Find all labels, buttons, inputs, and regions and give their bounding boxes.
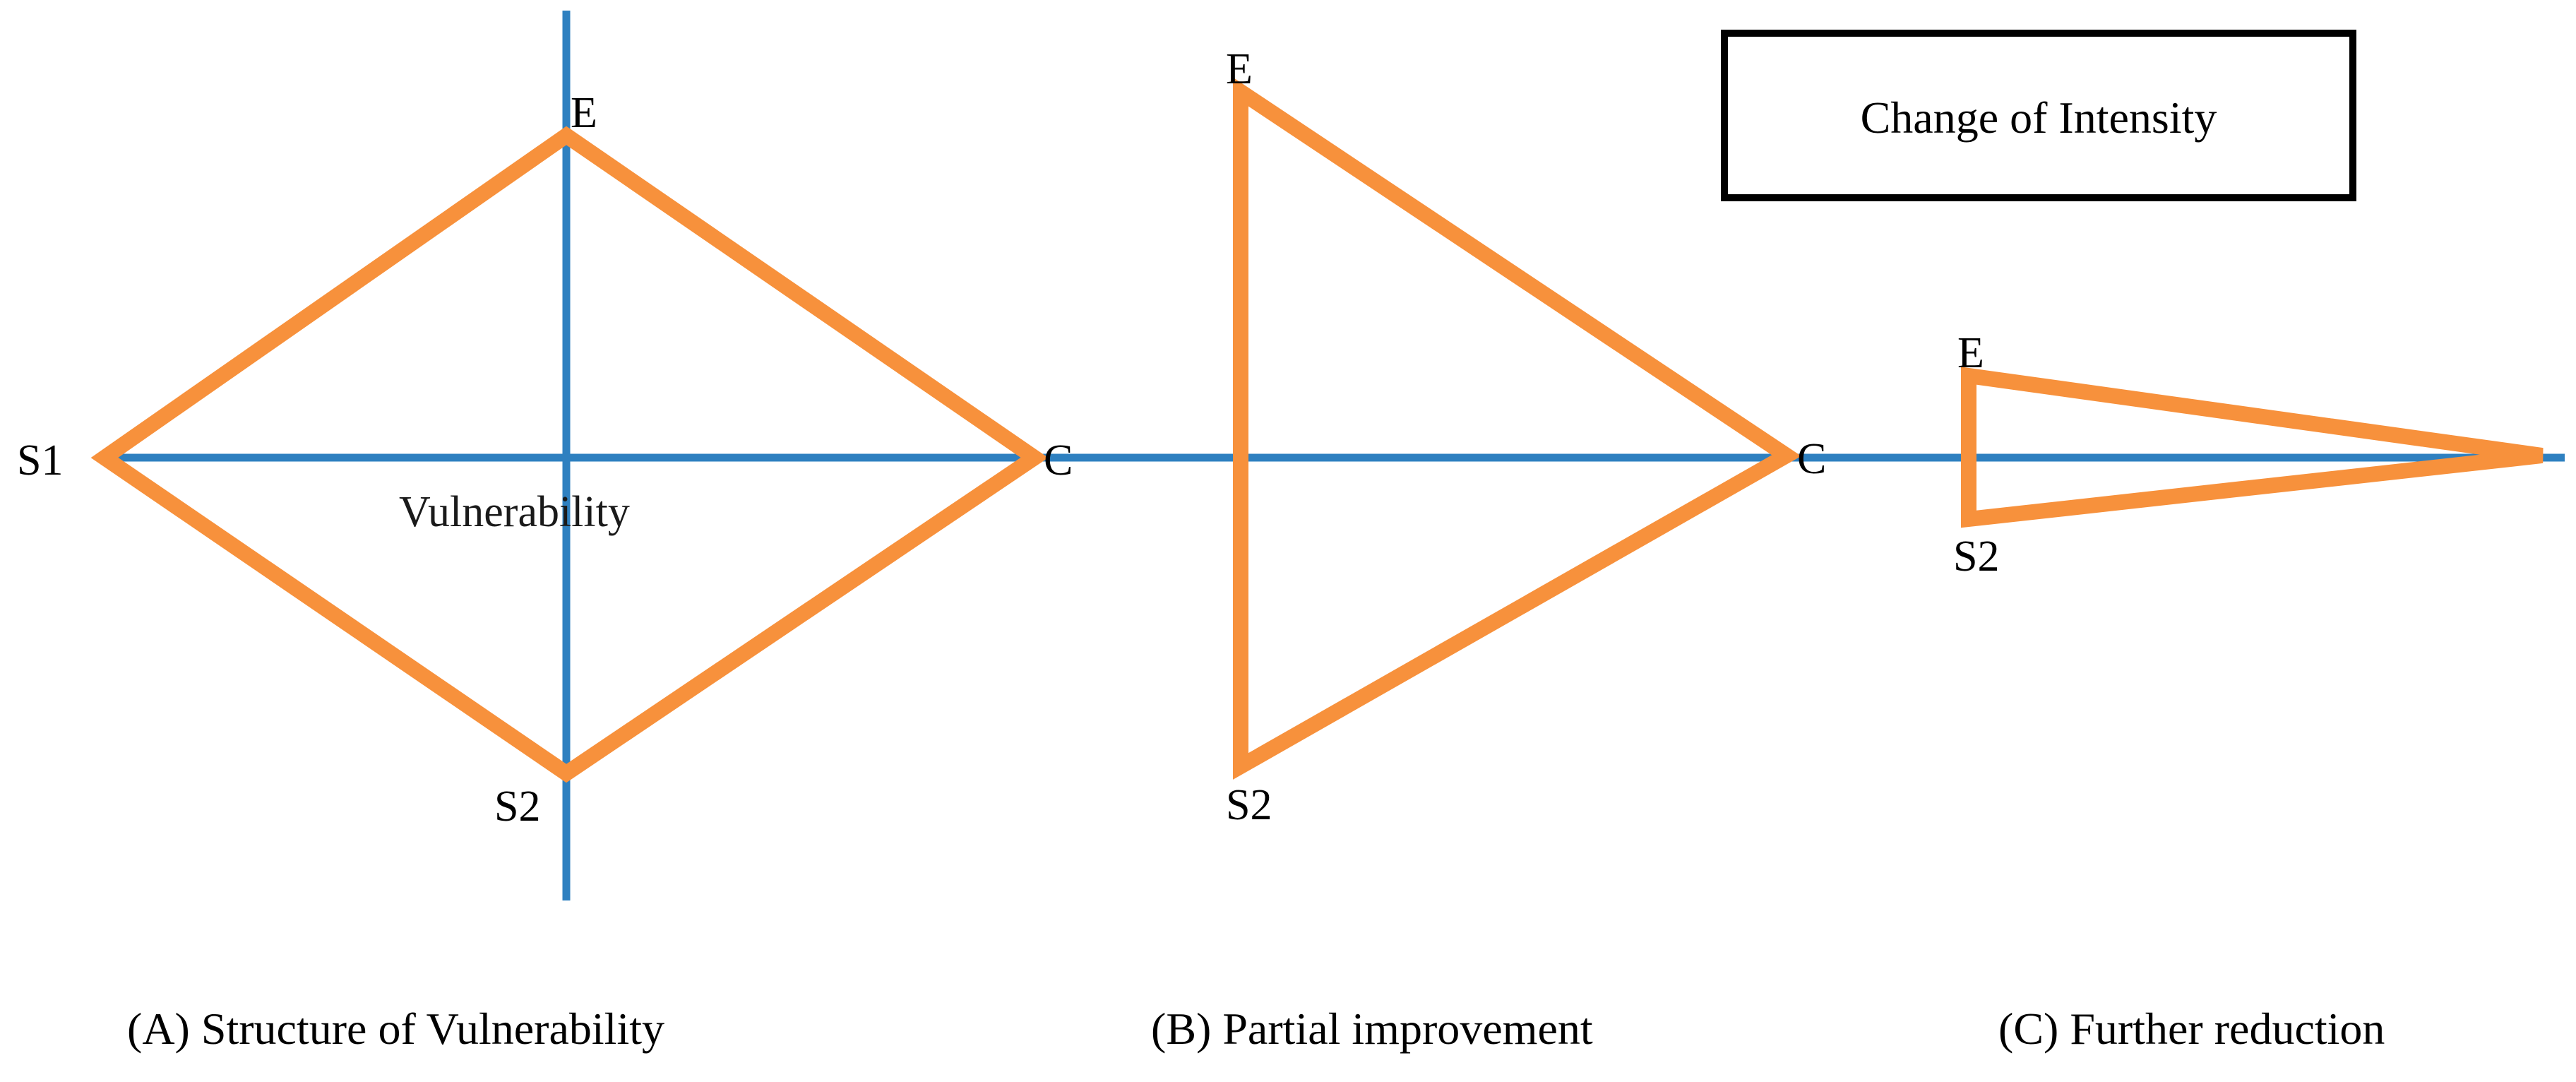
panel-b-vertex-label-s2: S2 [1226,781,1272,829]
panel-a-vertex-label-s1: S1 [17,436,63,484]
legend-label: Change of Intensity [1861,93,2217,143]
panel-c-caption: (C) Further reduction [1998,1004,2385,1054]
panel-b-caption: (B) Partial improvement [1151,1004,1593,1054]
panel-c-triangle-shape [1961,367,2544,528]
panel-a-vertex-label-e: E [571,89,597,137]
legend-box [1721,30,2356,201]
panel-b-triangle-shape [1233,77,1801,780]
vulnerability-axis-label: Vulnerability [399,488,630,536]
panel-a-vertex-label-s2: S2 [494,783,540,831]
panel-b-vertex-label-c: C [1797,435,1826,483]
panel-c-vertex-label-s2: S2 [1953,533,1999,581]
panel-a-vertex-label-c: C [1044,436,1073,484]
panel-c-vertex-label-e: E [1957,329,1984,377]
panel-b-vertex-label-e: E [1226,45,1253,93]
panel-a-caption: (A) Structure of Vulnerability [127,1004,664,1054]
panel-a-diamond-shape [90,126,1049,783]
